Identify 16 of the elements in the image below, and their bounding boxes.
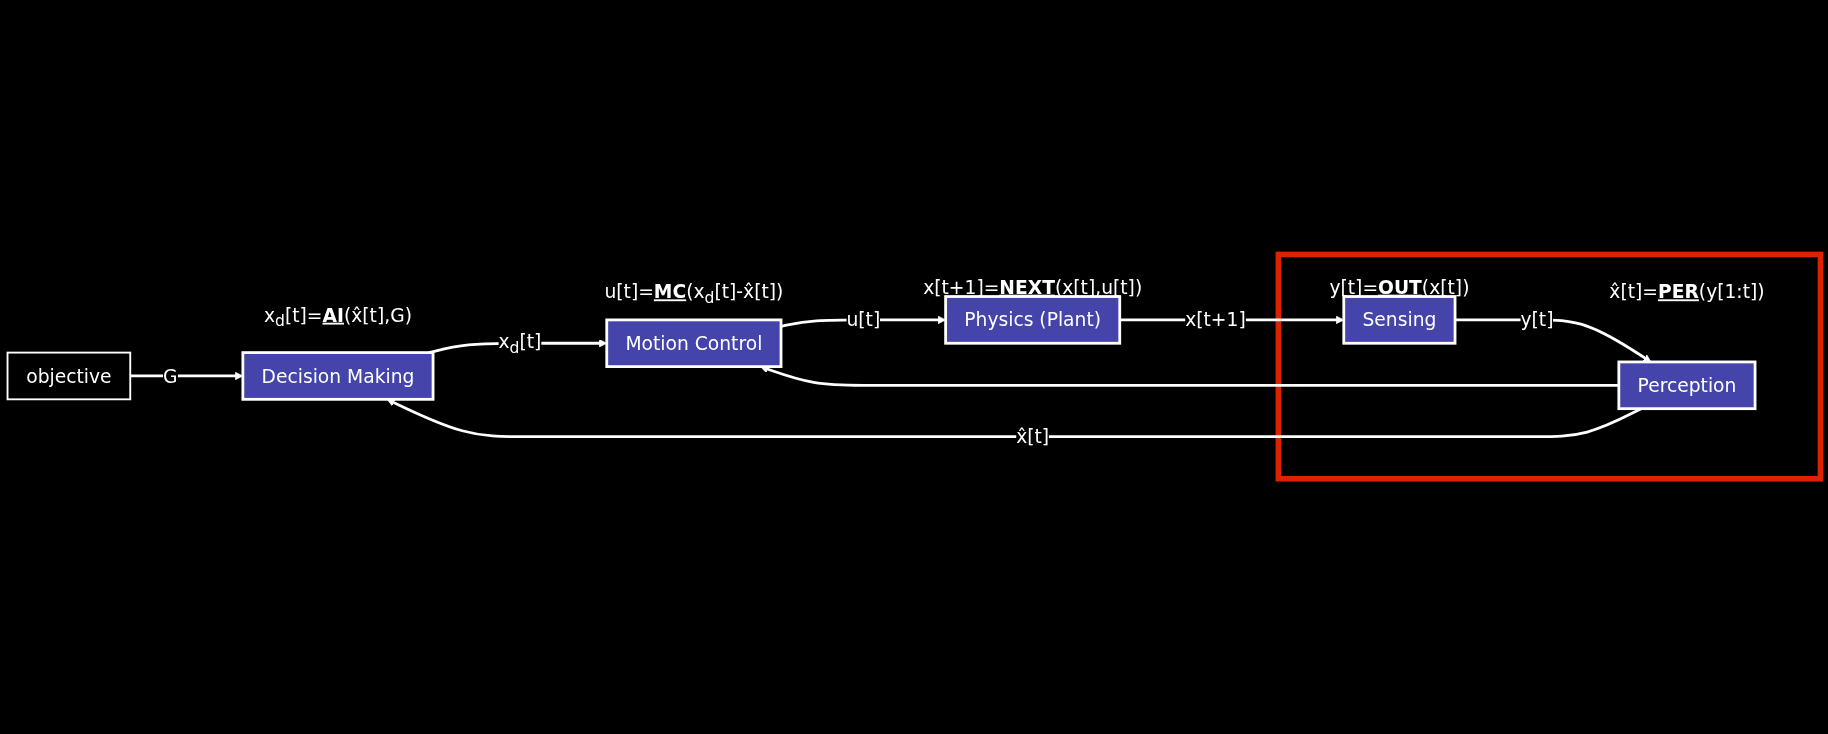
node-label: x̂[t]=PER(y[1:t])	[1609, 281, 1765, 304]
node-box: Motion Control	[605, 318, 783, 369]
node-box: Decision Making	[241, 351, 435, 402]
edge-label: x̂[t]	[1016, 425, 1050, 449]
node-box: Sensing	[1342, 295, 1457, 346]
cluster	[1275, 252, 1824, 482]
node-label: u[t]=MC(x$_{d}$[t]-x̂[t])	[604, 281, 784, 308]
edge-label: y[t]	[1520, 309, 1554, 332]
edge-label: u[t]	[846, 309, 881, 332]
node-box: Physics (Plant)	[944, 295, 1122, 346]
edge-label: G	[162, 365, 178, 388]
node-box: objective	[6, 352, 132, 401]
node-box: Perception	[1617, 360, 1757, 411]
edge-label: x$_{d}$[t]	[498, 330, 542, 357]
edge-label: x[t+1]	[1185, 309, 1246, 332]
node-label: x$_{d}$[t]=AI(x̂[t],G)	[263, 304, 412, 331]
